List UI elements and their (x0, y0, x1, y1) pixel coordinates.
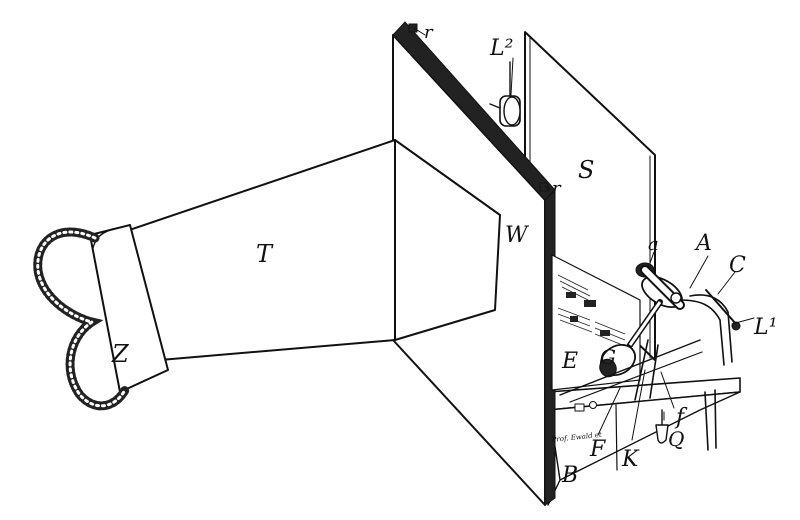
labels: Z T W S L² r r a A C L¹ E G f K F Q B Pr… (111, 22, 777, 488)
label-G: G (600, 345, 616, 369)
fur-trim (33, 227, 130, 411)
label-B: B (561, 463, 578, 488)
lamp-L2 (489, 61, 521, 127)
label-Z: Z (111, 340, 130, 368)
label-F: F (589, 437, 606, 462)
label-K: K (621, 447, 640, 472)
sleeve-Z (89, 224, 169, 393)
base-switches (574, 401, 597, 412)
lever-mechanism (559, 262, 741, 444)
label-T: T (256, 240, 274, 268)
leader-lines (413, 27, 755, 441)
label-r-mid: r (552, 178, 562, 199)
label-S: S (578, 156, 594, 184)
label-E: E (561, 349, 578, 374)
label-L1: L¹ (753, 315, 777, 340)
label-a: a (648, 234, 659, 255)
label-C: C (729, 253, 746, 278)
funnel-T (99, 139, 501, 361)
label-W: W (505, 223, 530, 248)
label-r-top: r (424, 22, 434, 43)
label-A: A (694, 231, 712, 256)
label-Q: Q (668, 427, 684, 451)
label-L2: L² (489, 36, 513, 61)
